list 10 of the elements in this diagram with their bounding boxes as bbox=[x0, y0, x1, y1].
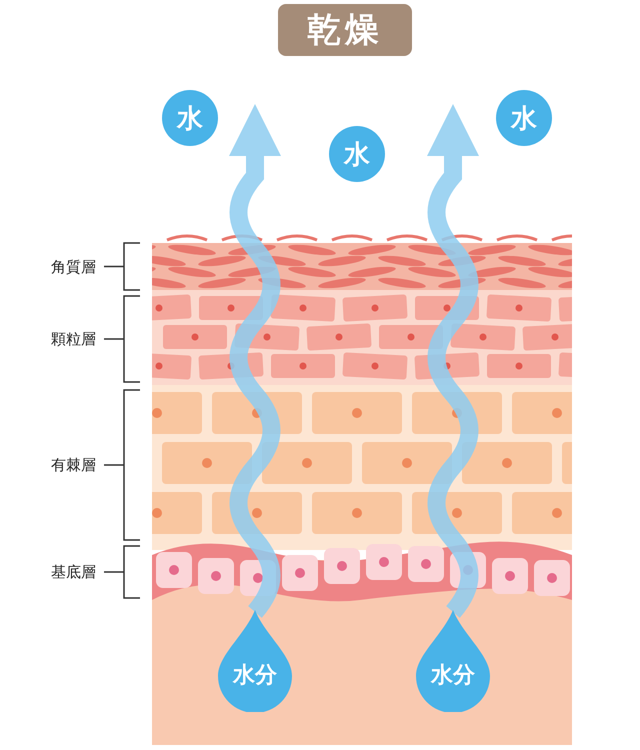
water-circle: 水 bbox=[162, 90, 218, 146]
layer-label: 基底層 bbox=[51, 562, 96, 582]
title-banner: 乾燥 bbox=[278, 4, 412, 56]
water-drop: 水分 bbox=[218, 610, 292, 712]
water-circle: 水 bbox=[329, 126, 385, 182]
layer-label: 有棘層 bbox=[51, 455, 96, 475]
layer-label: 角質層 bbox=[51, 256, 96, 276]
water-circle: 水 bbox=[496, 90, 552, 146]
water-drop: 水分 bbox=[416, 610, 490, 712]
layer-label: 顆粒層 bbox=[51, 329, 96, 349]
